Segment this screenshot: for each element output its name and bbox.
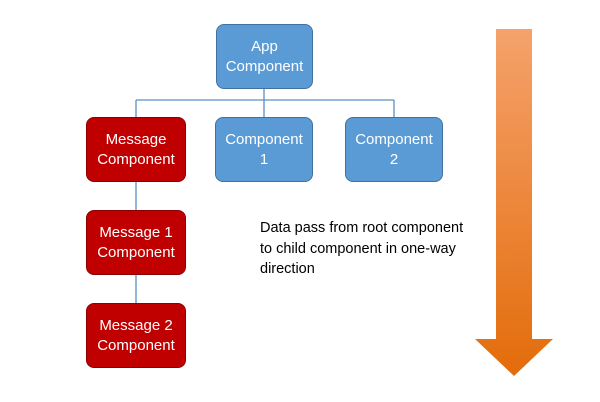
app-component-node: App Component — [216, 24, 313, 89]
message-1-component-node: Message 1 Component — [86, 210, 186, 275]
component-1-node: Component 1 — [215, 117, 313, 182]
component-2-node: Component 2 — [345, 117, 443, 182]
message-2-component-node: Message 2 Component — [86, 303, 186, 368]
data-flow-caption: Data pass from root component to child c… — [260, 220, 464, 277]
connector-lines — [135, 89, 395, 303]
message-component-node: Message Component — [86, 117, 186, 182]
down-arrow-icon — [475, 29, 553, 376]
